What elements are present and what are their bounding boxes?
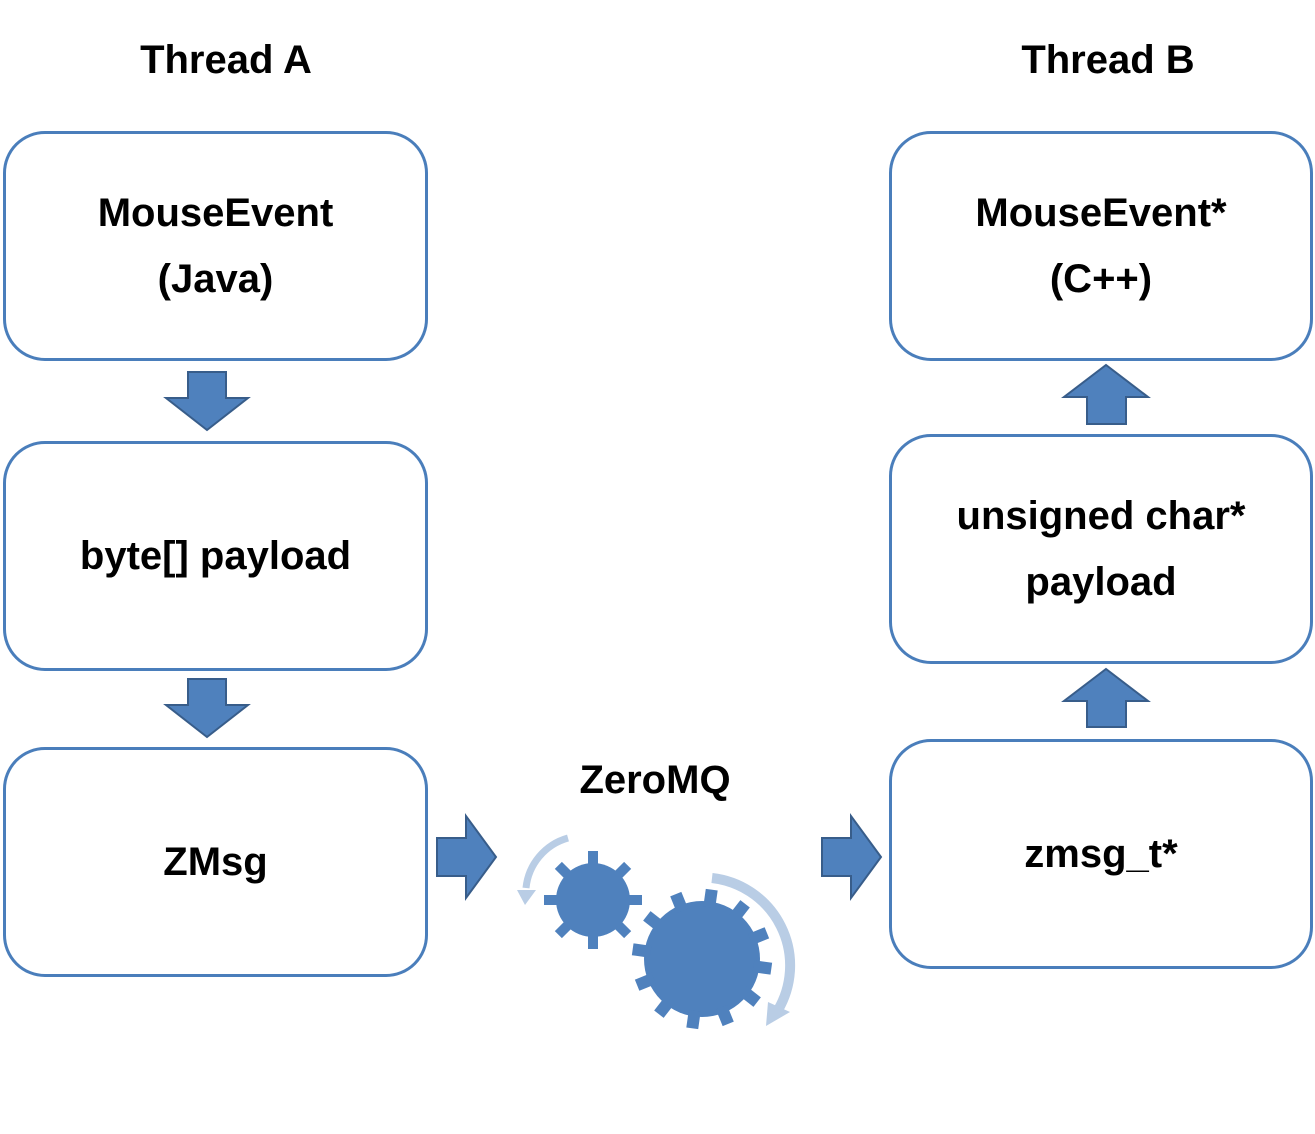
box-mouseevent-cpp: MouseEvent* (C++) [889, 131, 1313, 361]
gear-tooth [729, 900, 750, 922]
box-label: ZMsg [163, 840, 268, 884]
gear-tooth [588, 851, 598, 869]
small-gear-icon [544, 851, 642, 949]
thread-a-title: Thread A [140, 38, 312, 82]
zeromq-label: ZeroMQ [579, 758, 731, 802]
thread-b-title: Thread B [1021, 38, 1195, 82]
large-gear-icon [631, 888, 773, 1030]
gear-tooth [634, 972, 657, 991]
right-arrow-icon [436, 812, 498, 902]
gear-tooth [624, 895, 642, 905]
box-mouseevent-java: MouseEvent (Java) [3, 131, 428, 361]
box-zmsg-t: zmsg_t* [889, 739, 1313, 969]
rotation-arrow-icon [517, 834, 570, 905]
gear-tooth [654, 996, 675, 1018]
gear-tooth [703, 888, 718, 909]
gear-tooth [747, 927, 770, 946]
gear-tooth [739, 986, 761, 1007]
gear-tooth [554, 861, 575, 882]
gear-tooth [643, 911, 665, 932]
gear-tooth [715, 1004, 734, 1027]
box-label: byte[] payload [79, 534, 352, 578]
gear-tooth [544, 895, 562, 905]
box-label: MouseEvent (Java) [97, 191, 334, 301]
right-arrow-icon [821, 812, 883, 902]
box-zmsg: ZMsg [3, 747, 428, 977]
box-label: MouseEvent* (C++) [975, 191, 1227, 301]
gear-tooth [588, 931, 598, 949]
down-arrow-icon [163, 371, 251, 432]
box-label: zmsg_t* [1024, 832, 1178, 876]
up-arrow-icon [1061, 667, 1151, 728]
gear-tooth [686, 1009, 701, 1030]
box-byte-payload: byte[] payload [3, 441, 428, 671]
box-unsigned-char-payload: unsigned char* payload [889, 434, 1313, 664]
gear-tooth [752, 960, 773, 975]
rotation-arrow-icon [711, 873, 796, 1026]
up-arrow-icon [1061, 363, 1151, 425]
gear-tooth [611, 861, 632, 882]
gear-tooth [670, 891, 689, 914]
gear-tooth [631, 943, 652, 958]
gear-tooth [611, 918, 632, 939]
down-arrow-icon [163, 678, 251, 739]
box-label: unsigned char* payload [956, 494, 1246, 604]
gear-tooth [554, 918, 575, 939]
